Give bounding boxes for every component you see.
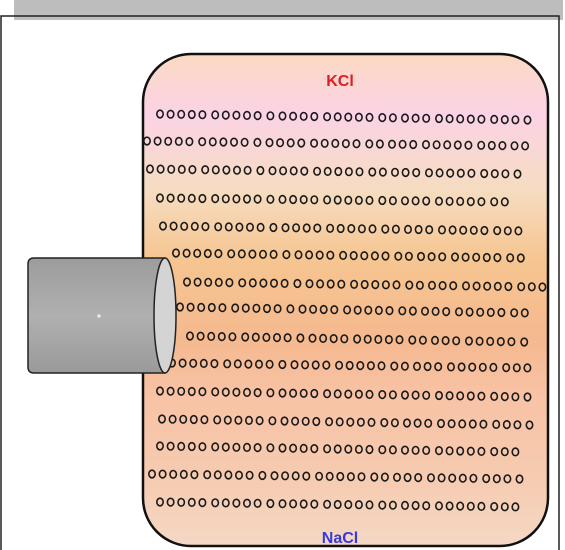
label-kcl: KCl xyxy=(326,73,354,90)
cylinder-center-dot xyxy=(97,314,101,318)
frame-top-bar xyxy=(14,0,563,20)
cylinder-body xyxy=(28,258,165,373)
cylinder-end-face xyxy=(154,258,176,373)
cylinder-electrode xyxy=(28,258,176,373)
label-nacl: NaCl xyxy=(322,530,358,547)
chamber xyxy=(143,54,548,546)
